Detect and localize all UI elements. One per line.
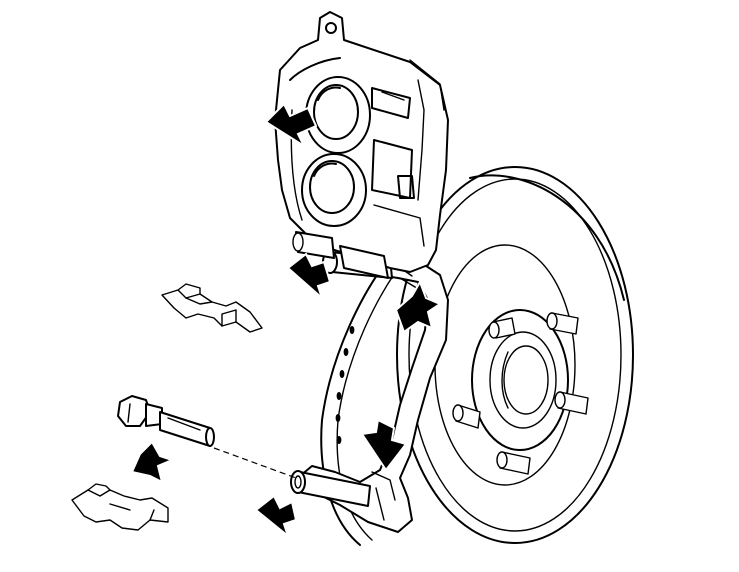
alignment-line [213, 447, 297, 479]
wheel-studs [452, 312, 589, 475]
upper-anti-rattle-clip [161, 283, 263, 333]
wheel-stud [488, 317, 516, 339]
wheel-stud [452, 404, 481, 429]
arrow-icon [254, 494, 298, 539]
arrow-icon [264, 102, 318, 149]
wheel-stud [496, 451, 531, 475]
arrow-icon [360, 418, 408, 472]
caliper-piston-upper [305, 76, 371, 154]
caliper-piston-lower [301, 153, 367, 227]
wheel-stud [546, 312, 579, 335]
arrow-icon [394, 279, 443, 334]
arrow-icon [286, 252, 332, 302]
direction-arrows [130, 102, 443, 539]
arrow-icon [130, 440, 175, 484]
lower-anti-rattle-clip [71, 483, 169, 531]
wheel-stud [554, 391, 589, 415]
guide-pin-bolt [117, 395, 215, 447]
wheel-hub [471, 309, 569, 451]
caliper-pistons [301, 76, 371, 227]
rotor-vent-holes [335, 326, 355, 444]
